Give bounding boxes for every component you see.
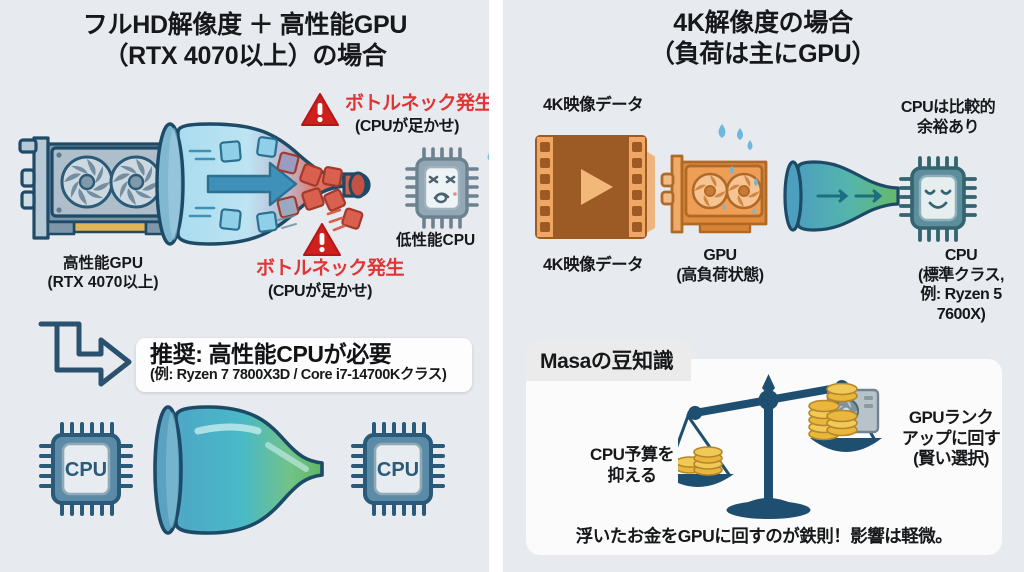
cpu-headroom-note: CPUは比較的 余裕あり	[900, 99, 996, 136]
bottleneck-sub-top: (CPUが足かせ)	[355, 118, 459, 135]
balance-scale-diagram	[662, 372, 898, 529]
bottleneck-headline-top: ボトルネック発生	[345, 93, 494, 114]
cpu-chip-right-text: CPU	[377, 459, 419, 481]
low-end-cpu-icon	[404, 145, 486, 236]
bottleneck-bottle-diagram	[148, 118, 398, 253]
gpu-sweat-icon	[718, 124, 753, 150]
warning-triangle-icon-top	[300, 92, 340, 133]
cpu-chip-left-text: CPU	[65, 459, 107, 481]
cpu-chip-right-icon: CPU	[350, 420, 446, 523]
left-panel-title: フルHD解像度 ＋ 高性能GPU （RTX 4070以上）の場合	[82, 11, 408, 70]
bent-arrow-icon	[33, 318, 137, 395]
bottleneck-headline-bottom: ボトルネック発生	[256, 258, 405, 279]
high-end-gpu-card-icon	[14, 130, 186, 248]
video-film-icon	[531, 131, 681, 248]
tip-card-tab-label: Masaの豆知識	[540, 350, 674, 373]
data-funnel-icon	[782, 160, 906, 237]
tip-card-tab: Masaの豆知識	[526, 340, 692, 381]
tip-footer-text: 浮いたお金をGPUに回すのが鉄則！影響は軽微。	[575, 526, 953, 546]
low-end-cpu-label: 低性能CPU	[396, 232, 476, 249]
recommendation-examples: (例: Ryzen 7 7800X3D / Core i7-14700Kクラス)	[150, 367, 447, 384]
cpu-chip-left-icon: CPU	[38, 420, 134, 523]
recommendation-card: 推奨: 高性能CPUが必要 (例: Ryzen 7 7800X3D / Core…	[136, 338, 472, 392]
standard-cpu-label: CPU (標準クラス, 例: Ryzen 5 7600X)	[918, 247, 1004, 323]
warning-triangle-icon-bottom	[302, 222, 342, 263]
bottleneck-sub-bottom: (CPUが足かせ)	[268, 283, 372, 300]
video-data-label-top: 4K映像データ	[543, 96, 644, 114]
right-panel-title: 4K解像度の場合 （負荷は主にGPU）	[649, 9, 877, 68]
recommendation-headline: 推奨: 高性能CPUが必要	[150, 341, 392, 367]
loaded-gpu-label: GPU (高負荷状態)	[676, 247, 764, 284]
tip-left-label: CPU予算を 抑える	[590, 445, 674, 485]
tip-right-label: GPUランク アップに回す (賢い選択)	[901, 408, 1001, 469]
balanced-bottle-diagram	[150, 405, 340, 540]
video-data-label-bottom: 4K映像データ	[543, 256, 644, 274]
standard-cpu-icon	[898, 155, 984, 248]
panel-divider	[489, 0, 503, 572]
loaded-gpu-card-icon	[660, 152, 772, 247]
high-end-gpu-label: 高性能GPU (RTX 4070以上)	[47, 255, 159, 291]
